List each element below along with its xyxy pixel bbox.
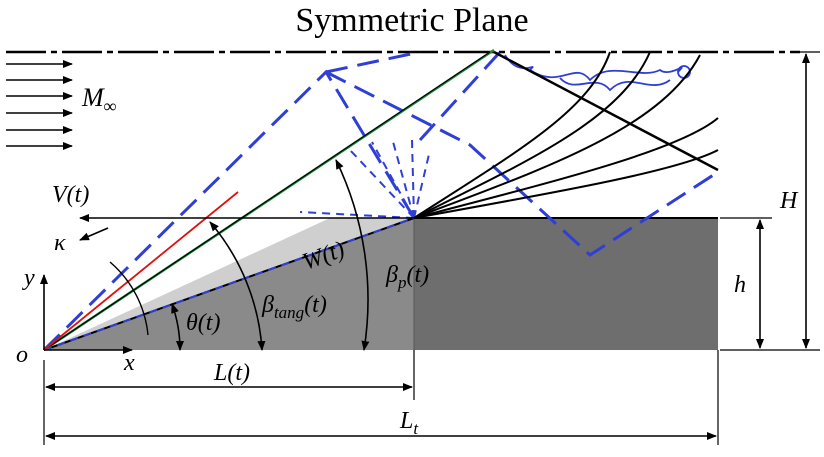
h-label: h xyxy=(734,272,746,298)
origin-label: o xyxy=(16,342,28,368)
beta-p-label: βp(t) xyxy=(385,262,429,292)
diagram-title: Symmetric Plane xyxy=(295,2,529,39)
kappa-label: κ xyxy=(54,230,66,256)
theta-label: θ(t) xyxy=(186,310,220,336)
velocity-label: V(t) xyxy=(52,182,89,208)
theta-arc xyxy=(171,303,185,351)
inflow-arrows xyxy=(6,60,73,150)
mach-label: M∞ xyxy=(81,83,117,116)
reflected-shock xyxy=(493,50,719,172)
beta-p-arc xyxy=(335,159,370,351)
y-axis-label: y xyxy=(22,265,35,291)
x-axis-label: x xyxy=(123,350,135,376)
total-length-label: Lt xyxy=(399,408,419,438)
H-label: H xyxy=(779,188,799,214)
beta-tang-arc xyxy=(209,221,266,351)
expansion-lines xyxy=(413,51,719,219)
beta-tang-label: βtang(t) xyxy=(261,292,327,322)
shock-system xyxy=(42,50,719,352)
tangent-black-line xyxy=(43,51,491,351)
length-label: L(t) xyxy=(213,360,250,386)
kappa-arc xyxy=(109,261,149,336)
kappa-arrow xyxy=(79,227,109,241)
